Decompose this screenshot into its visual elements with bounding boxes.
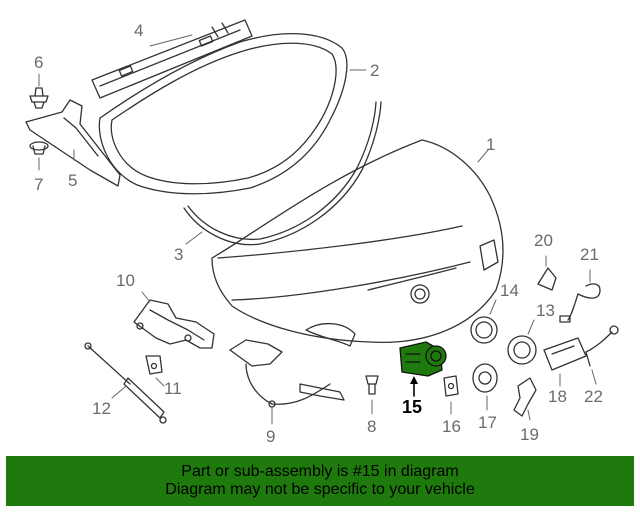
callout-4: 4 [134,21,144,40]
callout-7: 7 [34,175,44,194]
part-6-clip [29,87,49,109]
callout-5: 5 [68,171,78,190]
part-20-cover [537,267,557,291]
part-5-trim-panel [25,99,121,187]
part-7-clip [29,141,49,155]
callout-11: 11 [164,379,182,398]
part-15-lock-actuator [399,341,447,377]
callout-18: 18 [548,387,567,406]
callout-15: 15 [402,397,423,417]
part-22-harness [585,325,619,367]
callout-14: 14 [500,281,519,300]
banner-line-1: Part or sub-assembly is #15 in diagram [181,463,459,480]
part-14-emblem [470,316,498,344]
callout-9: 9 [266,427,276,446]
part-17-camera [472,363,498,393]
callout-16: 16 [442,417,461,436]
part-12-gas-strut [84,342,167,424]
callout-19: 19 [520,425,539,444]
part-18-handle [543,337,587,371]
info-banner: Part or sub-assembly is #15 in diagram D… [6,456,634,506]
part-10-hinge [133,299,215,349]
callout-10: 10 [116,271,135,290]
part-21-harness [559,283,601,323]
callout-20: 20 [534,231,553,250]
callout-2: 2 [370,61,380,80]
callout-6: 6 [34,53,44,72]
callout-1: 1 [486,135,496,154]
part-2-weatherstrip [98,32,348,195]
diagram-drawing [25,19,619,425]
part-13-emblem [507,335,537,365]
part-16-switch [443,375,459,397]
part-8-bumper [365,375,379,395]
callout-13: 13 [536,301,555,320]
part-9-lock-bracket [229,339,345,408]
banner-line-2: Diagram may not be specific to your vehi… [165,481,475,498]
callout-21: 21 [580,245,599,264]
part-3-seal-strip [183,101,382,246]
part-19-bracket [513,377,537,417]
callout-8: 8 [367,417,377,436]
part-1-trunk-lid [211,139,504,347]
callout-3: 3 [174,245,184,264]
part-4-reinforcement-bar [91,19,253,99]
callout-12: 12 [92,399,111,418]
callout-22: 22 [584,387,603,406]
parts-diagram: 4 2 1 6 5 7 3 10 11 12 9 8 15 16 17 14 1… [25,19,619,446]
callout-17: 17 [478,413,497,432]
part-11-bracket [145,355,163,375]
